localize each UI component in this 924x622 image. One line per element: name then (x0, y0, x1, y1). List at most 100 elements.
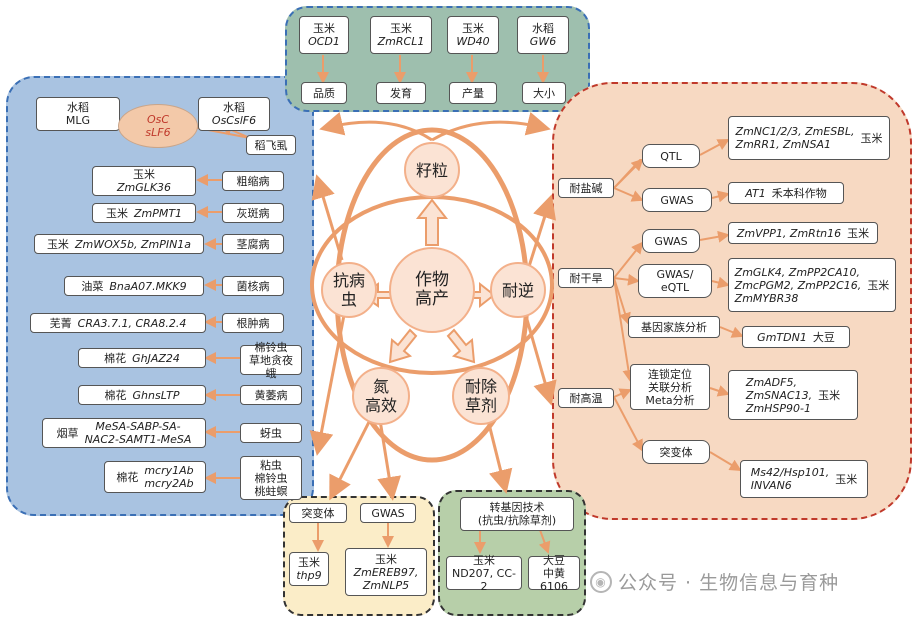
result-box: ZmNC1/2/3, ZmESBL, ZmRR1, ZmNSA1 玉米 (728, 116, 890, 160)
disease-label: 棉铃虫 (254, 340, 288, 354)
crop-name: 水稻 (223, 101, 245, 114)
qtl-box: QTL (642, 144, 700, 168)
gwas-label: GWAS (654, 234, 688, 248)
gene-name-2: mcry2Ab (144, 477, 194, 490)
rice-cslf6-box: 水稻 OsCslF6 (198, 97, 270, 131)
result-box: Ms42/Hsp101, INVAN6 玉米 (740, 460, 868, 498)
transgenic-line1: 转基因技术 (489, 501, 545, 514)
gene-box: 玉米 ZmPMT1 (92, 203, 196, 223)
trait-label: 大小 (533, 86, 555, 100)
crop-name: 芜菁 (49, 316, 72, 330)
crop-name: 玉米 (847, 226, 870, 240)
stress-node: 耐逆 (490, 262, 546, 318)
planthopper-box: 稻飞虱 (246, 135, 296, 155)
crop-name: 水稻 (532, 22, 554, 35)
linkage-line1: 连锁定位 (648, 367, 692, 381)
herbicide-node: 耐除 草剂 (452, 367, 510, 425)
gene-box: 棉花 GhnsLTP (78, 385, 206, 405)
n-result-box: 玉米 thp9 (289, 552, 329, 586)
watermark-text: 公众号 · 生物信息与育种 (618, 572, 840, 594)
seed-gene-box: 玉米 ZmRCL1 (370, 16, 432, 54)
crop-name: 玉米 (46, 237, 69, 251)
gene-name: GhnsLTP (132, 388, 180, 402)
gene-name: MLG (65, 114, 91, 127)
disease-box: 粘虫 棉铃虫 桃蛀螟 (240, 456, 302, 500)
disease-box: 蚜虫 (240, 423, 302, 443)
oval-line1: OsC (146, 113, 170, 126)
seed-gene-box: 玉米 WD40 (447, 16, 499, 54)
qtl-label: QTL (660, 149, 682, 163)
gene-name: OsCslF6 (211, 114, 257, 127)
disease-line1: 抗病 (332, 271, 365, 290)
gene-line: INVAN6 (750, 479, 792, 492)
mutant-box: 突变体 (642, 440, 710, 464)
gene-name: ZmRCL1 (377, 35, 425, 48)
gene-name: WD40 (456, 35, 490, 48)
gwas-eqtl-line1: GWAS/ (656, 268, 694, 281)
crop-name: 玉米 (133, 168, 155, 181)
crop-name: 玉米 (473, 553, 495, 567)
seed-gene-box: 水稻 GW6 (517, 16, 569, 54)
disease-label: 粘虫 (260, 458, 282, 472)
disease-box: 棉铃虫 草地贪夜蛾 (240, 341, 302, 380)
gene-name: CRA3.7.1, CRA8.2.4 (77, 316, 187, 330)
crop-name: 棉花 (116, 470, 139, 484)
gene-box: 玉米 ZmGLK36 (92, 166, 196, 196)
crop-name: 玉米 (835, 472, 858, 486)
result-box: ZmGLK4, ZmPP2CA10, ZmcPGM2, ZmPP2C16, Zm… (728, 258, 896, 312)
disease-label-3: 桃蛀螟 (254, 484, 288, 498)
gene-family-label: 基因家族分析 (641, 320, 707, 334)
disease-label: 黄萎病 (254, 388, 288, 402)
gene-name: OCD1 (308, 35, 340, 48)
crop-name: 棉花 (104, 351, 127, 365)
crop-name: 玉米 (390, 22, 412, 35)
crop-name: 玉米 (105, 206, 128, 220)
salt-box: 耐盐碱 (558, 178, 614, 198)
disease-label-2: 棉铃虫 (254, 471, 288, 485)
gene-name: GW6 (529, 35, 557, 48)
heat-label: 耐高温 (569, 391, 603, 405)
trait-label: 发育 (390, 86, 412, 100)
pest-label: 稻飞虱 (254, 138, 288, 152)
oscslf6-oval: OsC sLF6 (118, 104, 198, 148)
gene-name: ZmVPP1, ZmRtn16 (736, 226, 842, 240)
disease-label: 菌核病 (236, 279, 270, 293)
herbicide-line1: 耐除 (464, 377, 497, 396)
drought-label: 耐干旱 (569, 271, 603, 285)
crop-name: 玉米 (818, 388, 841, 402)
seed-trait-box: 产量 (449, 82, 497, 104)
gene-box: 油菜 BnaA07.MKK9 (64, 276, 204, 296)
gene-family-box: 基因家族分析 (628, 316, 720, 338)
seed-trait-box: 发育 (376, 82, 426, 104)
disease-label: 蚜虫 (260, 426, 282, 440)
gwas-label: GWAS (371, 506, 405, 520)
gwas-box: GWAS (642, 188, 712, 212)
linkage-line3: Meta分析 (645, 393, 695, 407)
disease-box: 粗缩病 (222, 171, 284, 191)
crop-name: 水稻 (67, 101, 89, 114)
gene-name: GhJAZ24 (132, 351, 180, 365)
crop-name: 大豆 (812, 330, 835, 344)
mutant-label: 突变体 (301, 506, 335, 520)
center-line2: 高产 (415, 289, 449, 309)
gene-line: ZmHSP90-1 (745, 401, 812, 415)
transgenic-box: 转基因技术 (抗虫/抗除草剂) (460, 497, 574, 531)
gene-name-2: ZmNLP5 (362, 578, 410, 592)
crop-name: 棉花 (104, 388, 127, 402)
gene-name: ZmGLK36 (116, 181, 172, 194)
seed-gene-box: 玉米 OCD1 (299, 16, 349, 54)
gene-name: MeSA-SABP-SA- (95, 420, 181, 433)
crop-name: 玉米 (298, 556, 320, 569)
center-line1: 作物 (415, 270, 449, 290)
gene-box: 棉花 GhJAZ24 (78, 348, 206, 368)
n-gwas-box: GWAS (360, 503, 416, 523)
trait-label: 产量 (462, 86, 484, 100)
disease-box: 黄萎病 (240, 385, 302, 405)
linkage-box: 连锁定位 关联分析 Meta分析 (630, 364, 710, 410)
disease-line2: 虫 (340, 290, 357, 309)
crop-name: 烟草 (56, 426, 79, 440)
drought-box: 耐干旱 (558, 268, 614, 288)
disease-box: 菌核病 (222, 276, 284, 296)
seed-label: 籽粒 (415, 160, 448, 180)
gene-line: ZmGLK4, ZmPP2CA10, (734, 265, 860, 279)
